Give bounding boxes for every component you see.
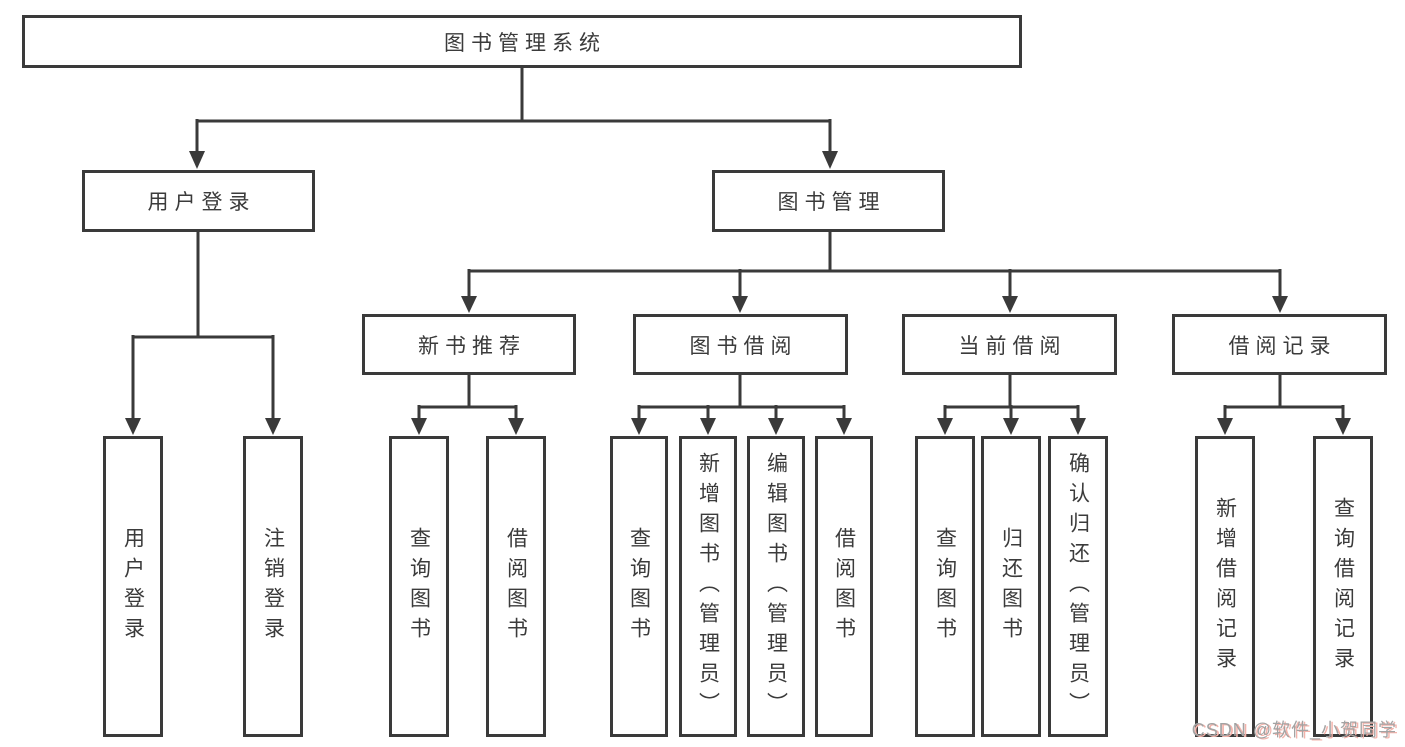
node-user-login: 用户登录 [82, 170, 315, 232]
leaf-add-borrow-record: 新增借阅记录 [1195, 436, 1255, 737]
leaf-borrow-books-recommend: 借阅图书 [486, 436, 546, 737]
leaf-label: 查询图书 [627, 526, 651, 647]
node-current-borrowing: 当前借阅 [902, 314, 1117, 375]
leaf-label: 新增图书（管理员） [696, 451, 720, 722]
node-new-book-recommend: 新书推荐 [362, 314, 576, 375]
node-book-borrowing: 图书借阅 [633, 314, 848, 375]
leaf-confirm-return-admin: 确认归还（管理员） [1048, 436, 1108, 737]
leaf-edit-books-admin: 编辑图书（管理员） [747, 436, 805, 737]
leaf-label: 借阅图书 [832, 526, 856, 647]
node-book-management-system: 图书管理系统 [22, 15, 1022, 68]
leaf-return-books: 归还图书 [981, 436, 1041, 737]
leaf-label: 查询借阅记录 [1331, 496, 1355, 677]
leaf-borrow-books: 借阅图书 [815, 436, 873, 737]
leaf-query-borrow-record: 查询借阅记录 [1313, 436, 1373, 737]
node-label: 新书推荐 [418, 334, 526, 358]
node-label: 图书管理 [777, 191, 886, 214]
leaf-label: 编辑图书（管理员） [764, 451, 788, 722]
leaf-label: 归还图书 [999, 526, 1023, 647]
leaf-query-books-recommend: 查询图书 [389, 436, 449, 737]
leaf-label: 借阅图书 [504, 526, 528, 647]
leaf-logout: 注销登录 [243, 436, 303, 737]
node-book-management: 图书管理 [712, 170, 945, 232]
node-label: 图书借阅 [689, 334, 798, 358]
leaf-label: 查询图书 [933, 526, 957, 647]
node-label: 图书管理系统 [444, 31, 606, 55]
leaf-user-login: 用户登录 [103, 436, 163, 737]
leaf-label: 用户登录 [121, 526, 145, 647]
node-label: 当前借阅 [958, 334, 1067, 358]
leaf-query-books-borrowing: 查询图书 [610, 436, 668, 737]
node-label: 借阅记录 [1228, 334, 1337, 358]
leaf-query-books-current: 查询图书 [915, 436, 975, 737]
leaf-label: 新增借阅记录 [1213, 496, 1237, 677]
arrowheads [125, 151, 1351, 435]
node-borrowing-records: 借阅记录 [1172, 314, 1387, 375]
leaf-label: 注销登录 [261, 526, 285, 647]
watermark: CSDN @软件_小贺同学 [1191, 720, 1397, 740]
leaf-label: 查询图书 [407, 526, 431, 647]
leaf-label: 确认归还（管理员） [1066, 451, 1090, 722]
node-label: 用户登录 [147, 191, 256, 214]
leaf-add-books-admin: 新增图书（管理员） [679, 436, 737, 737]
